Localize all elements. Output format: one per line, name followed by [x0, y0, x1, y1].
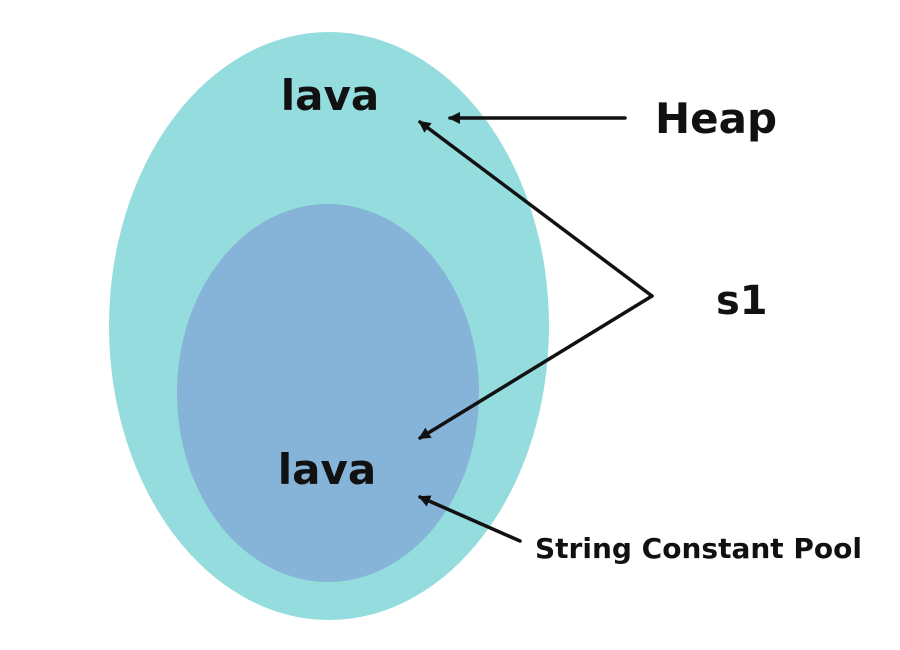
reference-s1-label: s1	[716, 278, 768, 324]
heap-label: Heap	[655, 94, 777, 143]
s1-to-heap-arrow	[418, 120, 654, 298]
string-pool-region	[177, 204, 479, 582]
heap-object-label: lava	[281, 71, 379, 120]
pool-pointer-arrow	[418, 495, 522, 543]
pool-object-label: lava	[278, 445, 376, 494]
string-pool-label: String Constant Pool	[535, 532, 862, 565]
s1-to-pool-arrow	[418, 294, 654, 440]
